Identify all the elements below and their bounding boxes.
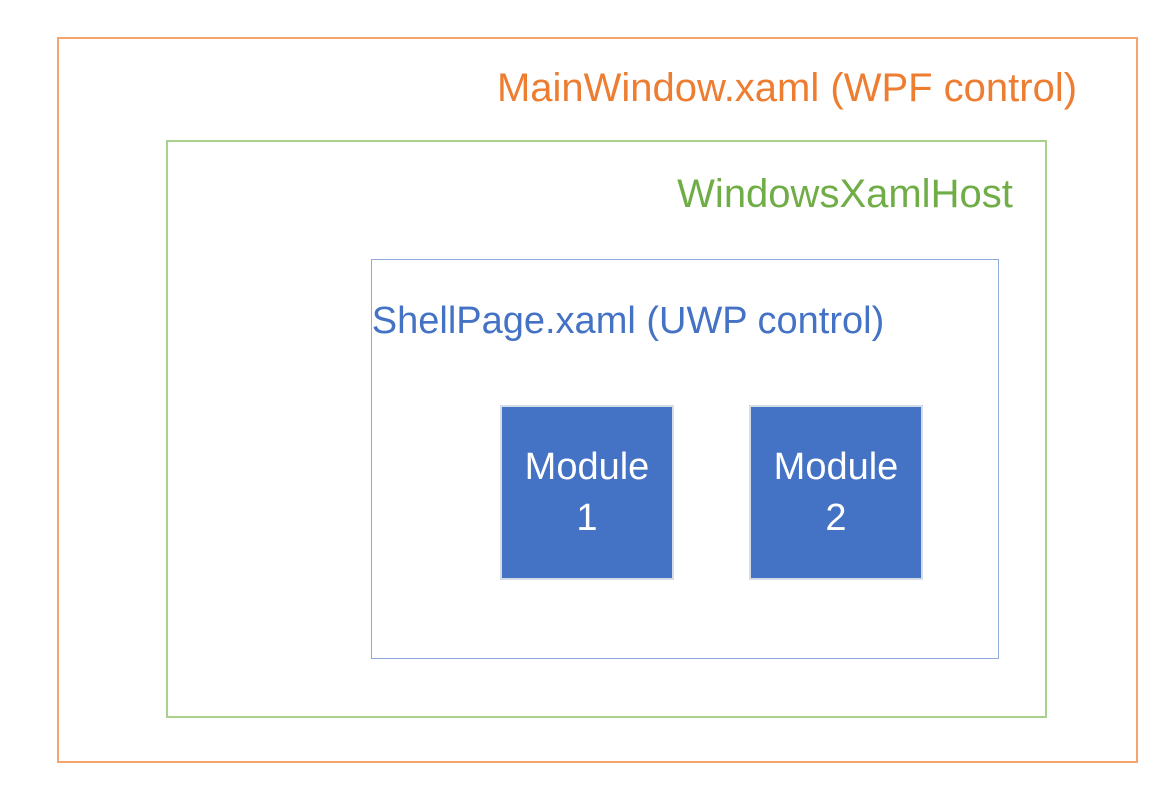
- module-1-box: Module 1: [500, 405, 674, 580]
- mainwindow-wpf-box: MainWindow.xaml (WPF control) WindowsXam…: [57, 37, 1138, 763]
- windows-xaml-host-box: WindowsXamlHost ShellPage.xaml (UWP cont…: [166, 140, 1047, 718]
- module-2-box: Module 2: [749, 405, 923, 580]
- module-2-title: Module: [773, 446, 899, 489]
- windows-xaml-host-label: WindowsXamlHost: [677, 172, 1013, 216]
- module-1-number: 1: [576, 496, 598, 539]
- shellpage-label: ShellPage.xaml (UWP control): [371, 300, 885, 342]
- shellpage-uwp-box: ShellPage.xaml (UWP control) Module 1 Mo…: [371, 259, 999, 659]
- module-2-number: 2: [825, 496, 847, 539]
- module-1-title: Module: [524, 446, 650, 489]
- mainwindow-label: MainWindow.xaml (WPF control): [496, 66, 1078, 110]
